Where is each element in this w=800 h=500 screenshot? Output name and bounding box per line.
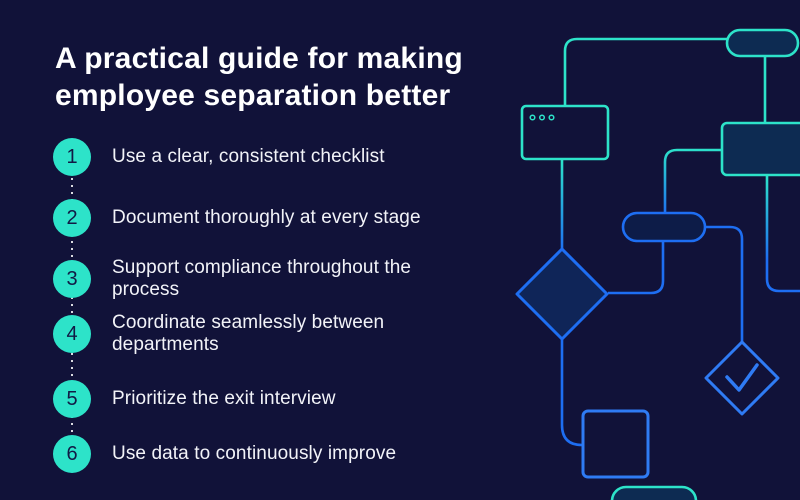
step-item-4: 4 Coordinate seamlessly between departme… xyxy=(53,312,472,356)
step-item-3: 3 Support compliance throughout the proc… xyxy=(53,257,472,301)
step-number-badge: 5 xyxy=(53,380,91,418)
step-number-badge: 2 xyxy=(53,199,91,237)
step-item-1: 1 Use a clear, consistent checklist xyxy=(53,138,385,176)
step-item-2: 2 Document thoroughly at every stage xyxy=(53,199,421,237)
step-label: Prioritize the exit interview xyxy=(112,388,336,409)
page-title: A practical guide for making employee se… xyxy=(55,42,463,112)
step-item-5: 5 Prioritize the exit interview xyxy=(53,380,336,418)
step-label: Document thoroughly at every stage xyxy=(112,207,421,228)
step-item-6: 6 Use data to continuously improve xyxy=(53,435,396,473)
step-label: Use a clear, consistent checklist xyxy=(112,146,385,167)
step-number-badge: 3 xyxy=(53,260,91,298)
step-number-badge: 1 xyxy=(53,138,91,176)
step-number-badge: 6 xyxy=(53,435,91,473)
step-number-badge: 4 xyxy=(53,315,91,353)
step-label: Support compliance throughout the proces… xyxy=(112,257,412,300)
step-label: Coordinate seamlessly between department… xyxy=(112,312,385,355)
steps-dotted-connector-line xyxy=(71,157,73,454)
step-label: Use data to continuously improve xyxy=(112,443,397,464)
